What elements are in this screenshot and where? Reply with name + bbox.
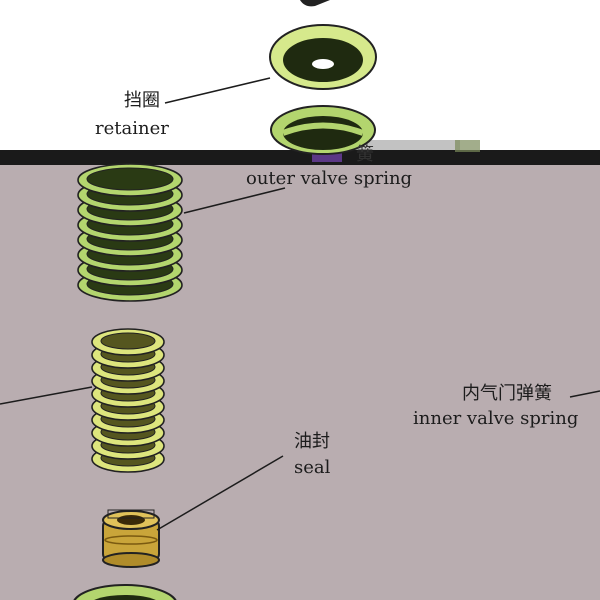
scan-glitch-strip	[340, 140, 460, 150]
retainer-label-zh: 挡圈	[124, 90, 160, 111]
valve-seal-part	[102, 509, 160, 568]
retainer-leader-line	[164, 77, 271, 104]
seal-label-zh: 油封	[294, 431, 330, 452]
spring-top-cap	[270, 105, 376, 155]
spring-seat-part	[73, 584, 177, 600]
scan-glitch-color	[312, 152, 342, 162]
retainer-label-en: retainer	[95, 118, 169, 139]
valve-stem-tip	[300, 0, 330, 7]
spring-coil-opening	[100, 332, 156, 350]
inner-spring-label-leader-line	[569, 390, 600, 398]
scan-glitch-band	[0, 150, 600, 165]
scan-glitch-block	[455, 140, 480, 152]
inner-spring-label-en: inner valve spring	[413, 408, 579, 429]
outer-valve-spring	[77, 163, 183, 302]
outer-spring-label-en: outer valve spring	[246, 168, 413, 189]
inner-spring-label-zh: 内气门弹簧	[462, 383, 552, 404]
seal-leader-line	[156, 455, 284, 531]
inner-valve-spring	[91, 328, 165, 473]
spring-coil-opening	[86, 167, 174, 191]
outer-spring-label-zh: 簧	[356, 144, 374, 165]
inner-spring-leader-line	[0, 386, 93, 405]
seal-label-en: seal	[294, 457, 331, 478]
retainer-part	[269, 24, 377, 90]
outer-spring-leader-line	[183, 187, 286, 214]
